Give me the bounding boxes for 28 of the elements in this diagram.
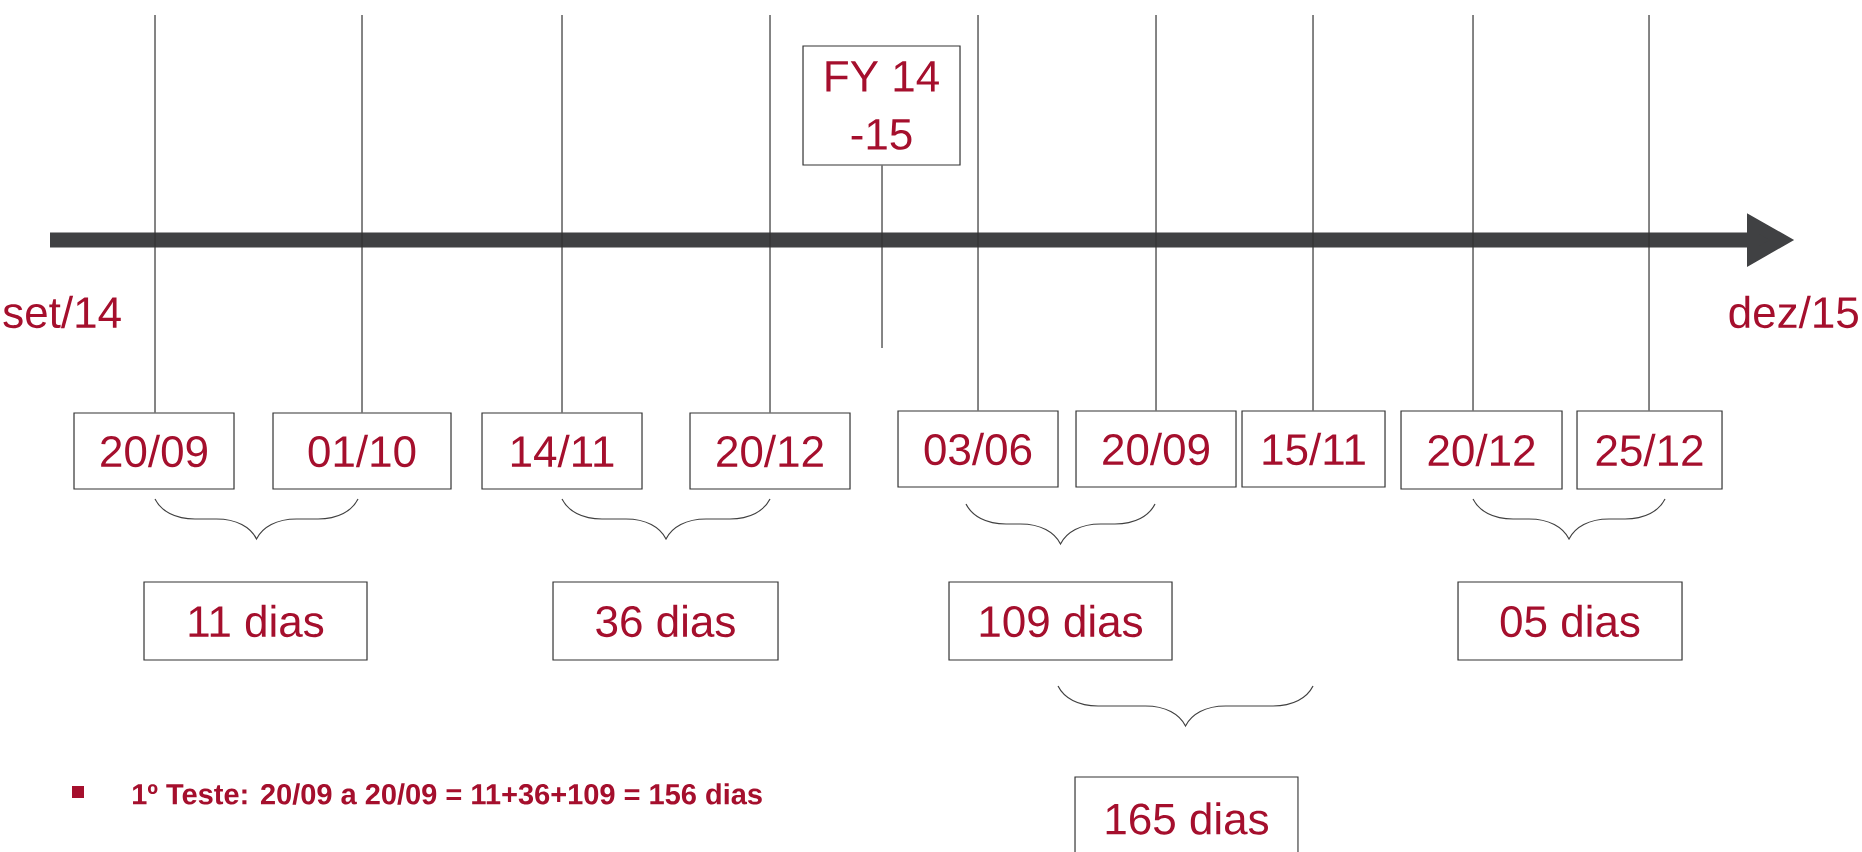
label-box: FY 14 -15 [802,45,961,166]
leader-line [1155,14,1157,411]
leader-line [361,14,363,413]
date-box: 14/11 [481,412,643,490]
leader-line [769,14,771,413]
leader-line [561,14,563,413]
leader-line [977,14,979,411]
date-label: dez/15 [1729,295,1858,329]
duration-box: 05 dias [1457,581,1683,661]
leader-line [881,165,883,349]
date-box: 15/11 [1241,410,1386,488]
date-label: set/14 [3,295,121,329]
duration-box: 165 dias [1074,776,1299,852]
date-box: 20/12 [1400,410,1563,490]
date-box: 20/12 [689,412,851,490]
bullet-text: 1º Teste: 20/09 a 20/09 = 11+36+109 = 156 dias [133,783,762,805]
leader-line [1648,14,1650,411]
duration-box: 36 dias [552,581,779,661]
date-box: 25/12 [1576,410,1723,490]
duration-box: 109 dias [948,581,1173,661]
date-box: 03/06 [897,410,1059,488]
leader-line [1472,14,1474,411]
date-box: 20/09 [73,412,235,490]
leader-line [1312,14,1314,411]
duration-box: 11 dias [143,581,368,661]
date-box: 20/09 [1075,410,1237,488]
leader-line [154,14,156,413]
date-box: 01/10 [272,412,452,490]
